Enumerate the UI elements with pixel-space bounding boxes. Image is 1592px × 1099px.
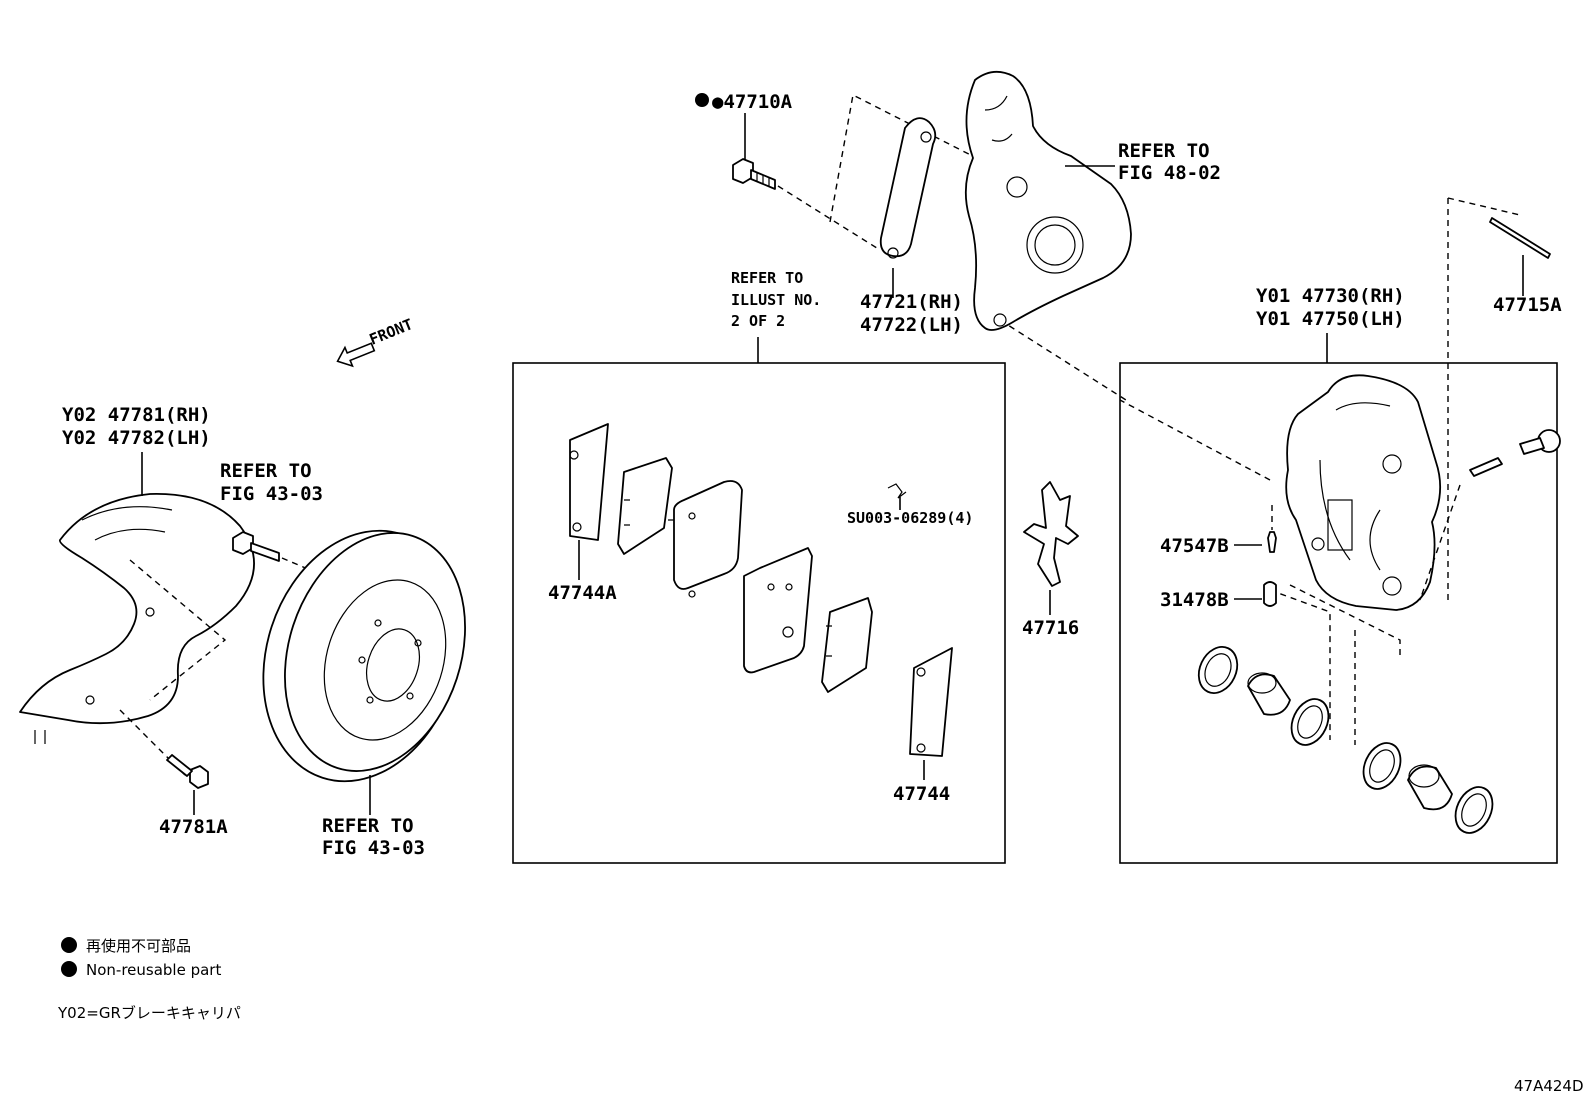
legend-marker-1 — [61, 937, 77, 953]
grease-su003 — [887, 483, 907, 499]
bleeder-cap-31478b — [1263, 581, 1277, 607]
legend-marker-2 — [61, 961, 77, 977]
piston-2 — [1407, 764, 1453, 811]
bolt-47710a — [732, 113, 776, 190]
label-front: FRONT — [367, 315, 416, 349]
label-47715a: 47715A — [1493, 294, 1562, 316]
caliper-kit-box — [1119, 362, 1558, 864]
label-refill-3: 2 OF 2 — [731, 312, 785, 330]
shim-47744a — [569, 423, 609, 541]
label-ref4303a-2: FIG 43-03 — [220, 483, 323, 505]
label-47781: Y02 47781(RH) — [62, 404, 211, 426]
pad-pin-47715a — [1489, 217, 1551, 259]
piston-1 — [1247, 672, 1291, 716]
steering-knuckle — [964, 70, 1132, 331]
rotor-bolt — [232, 531, 280, 562]
legend-line-1: 再使用不可部品 — [86, 937, 191, 955]
pad-shim-outer — [821, 597, 873, 693]
label-refill-1: REFER TO — [731, 269, 803, 287]
legend-note: Y02=GRブレーキキャリパ — [57, 1004, 241, 1022]
label-47781a: 47781A — [159, 816, 228, 838]
pad-shim-inner — [617, 457, 674, 555]
label-ref4303a-1: REFER TO — [220, 460, 312, 482]
brake-caliper — [1285, 374, 1442, 611]
pad-clip — [1469, 457, 1503, 477]
bleeder-47547b — [1267, 531, 1277, 553]
label-47730: Y01 47730(RH) — [1256, 285, 1405, 307]
brake-pad-outer — [743, 547, 813, 674]
shim-47744 — [909, 647, 953, 757]
label-su003: SU003-06289(4) — [847, 509, 973, 527]
label-ref4802-2: FIG 48-02 — [1118, 162, 1221, 184]
brake-rotor — [262, 529, 466, 783]
caliper-bolt — [1519, 429, 1561, 455]
label-47744a: 47744A — [548, 582, 617, 604]
label-31478b: 31478B — [1160, 589, 1229, 611]
label-ref4802-1: REFER TO — [1118, 140, 1210, 162]
piston-seal-4 — [1454, 786, 1494, 834]
label-ref4303b-2: FIG 43-03 — [322, 837, 425, 859]
dust-shield — [19, 493, 255, 744]
non-reusable-marker — [695, 93, 709, 107]
caliper-bracket — [879, 117, 937, 259]
bolt-47781a — [166, 754, 209, 789]
label-47721: 47721(RH) — [860, 291, 963, 313]
piston-seal-3 — [1362, 742, 1402, 790]
legend-line-2: Non-reusable part — [86, 961, 221, 979]
label-47710a: ●47710A — [712, 91, 793, 113]
pad-kit-box — [512, 362, 1006, 864]
label-ref4303b-1: REFER TO — [322, 815, 414, 837]
label-47782: Y02 47782(LH) — [62, 427, 211, 449]
piston-seal-2 — [1290, 698, 1330, 746]
label-47744: 47744 — [893, 783, 950, 805]
piston-seal-1 — [1197, 646, 1239, 694]
front-arrow-icon — [336, 342, 376, 368]
anti-rattle-spring — [1023, 481, 1079, 587]
label-47722: 47722(LH) — [860, 314, 963, 336]
label-47750: Y01 47750(LH) — [1256, 308, 1405, 330]
label-47716: 47716 — [1022, 617, 1079, 639]
figure-id: 47A424D — [1514, 1077, 1584, 1095]
label-refill-2: ILLUST NO. — [731, 291, 821, 309]
brake-pad-inner — [673, 480, 743, 598]
label-47547b: 47547B — [1160, 535, 1229, 557]
